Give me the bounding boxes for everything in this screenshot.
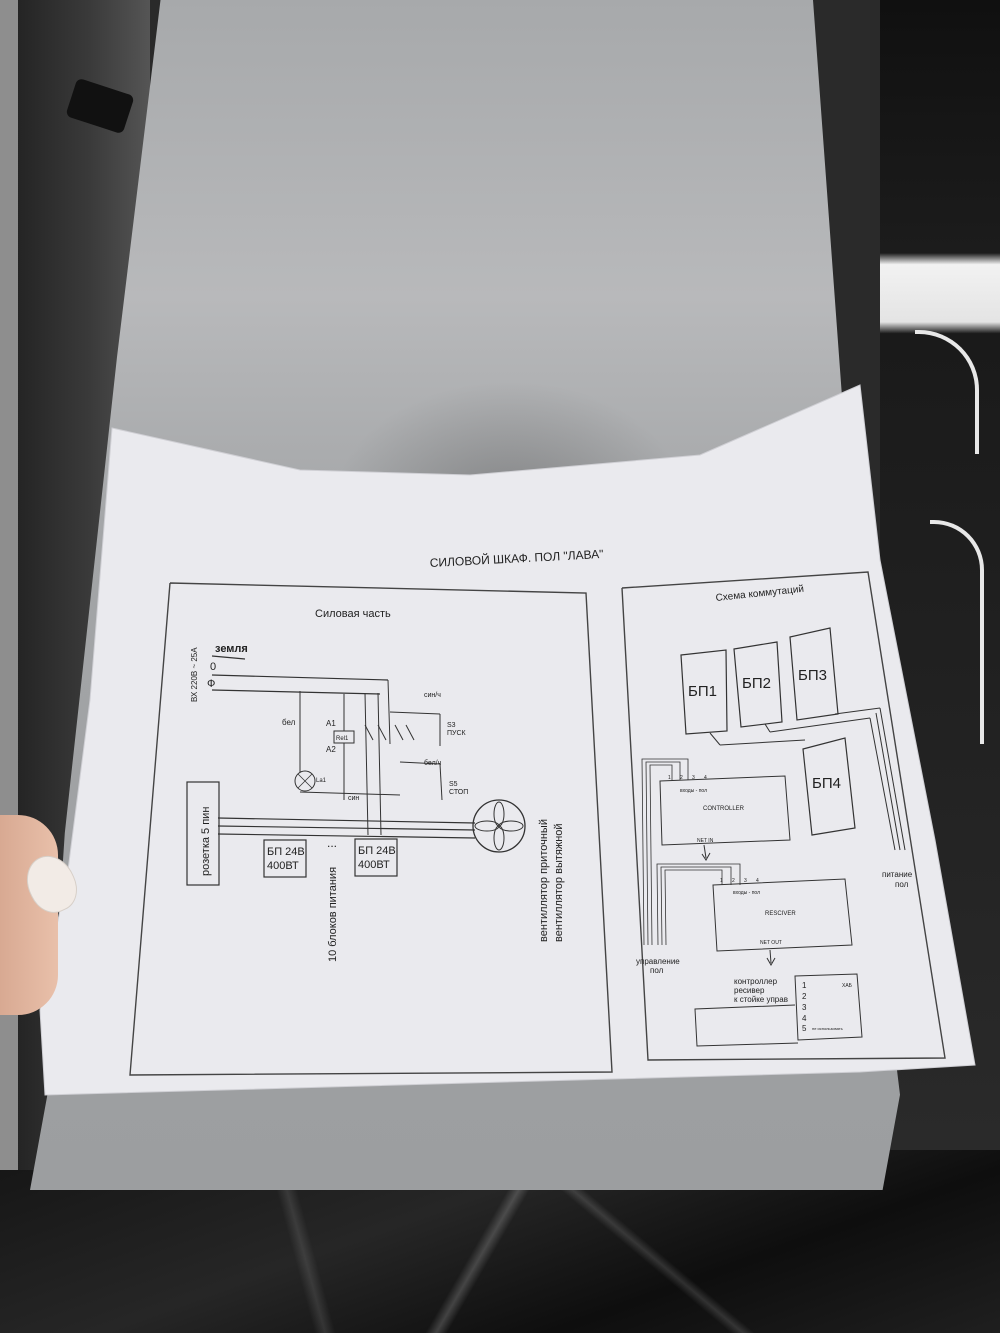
door-shadow bbox=[330, 380, 690, 640]
white-cable bbox=[930, 520, 984, 744]
hand bbox=[0, 815, 58, 1015]
